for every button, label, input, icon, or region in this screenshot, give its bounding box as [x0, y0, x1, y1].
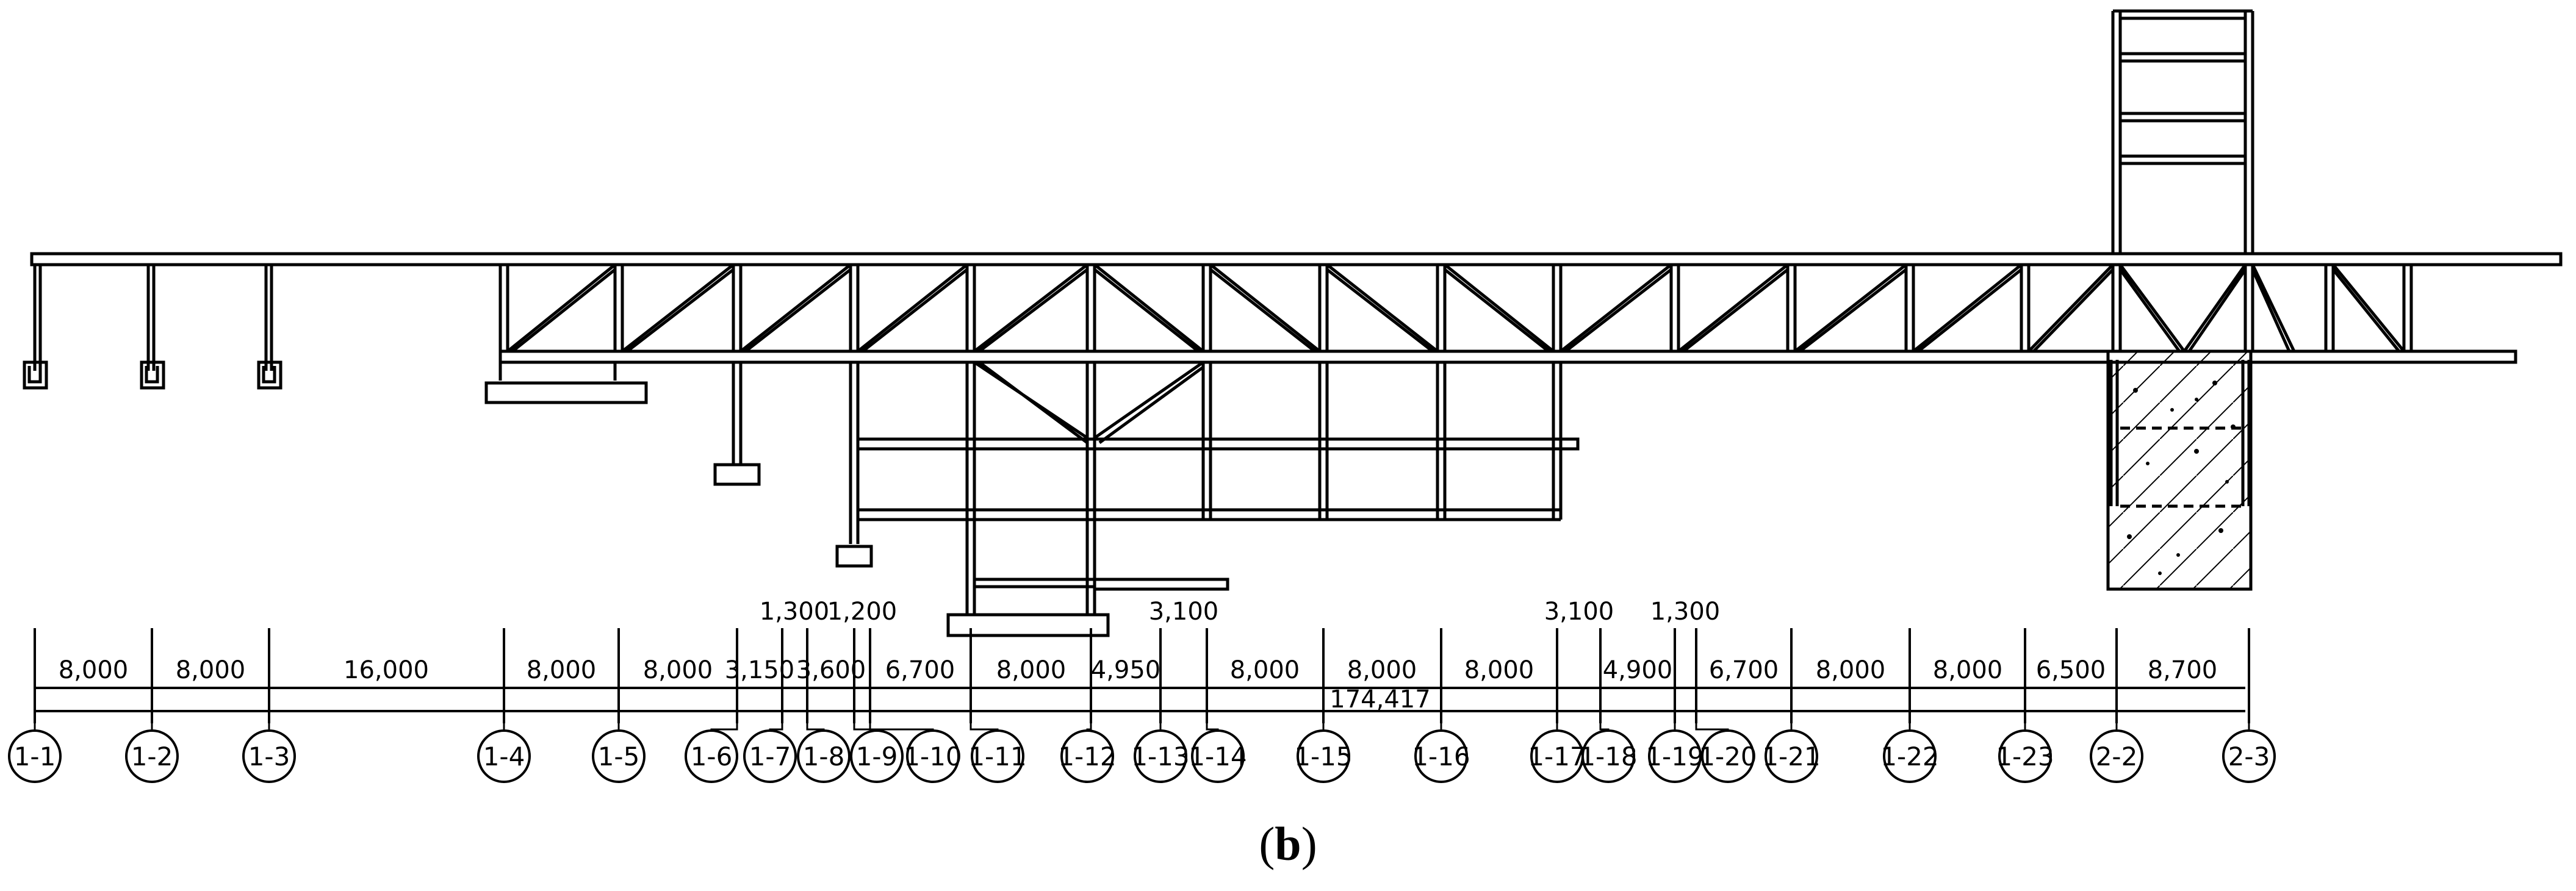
axis-bubble-1-14 — [1191, 729, 1245, 783]
axis-label-1-15: 1-15 — [1294, 742, 1352, 771]
axis-bubble-1-10 — [906, 729, 960, 783]
axis-label-1-21: 1-21 — [1762, 742, 1820, 771]
figure-caption: (b) — [1259, 817, 1317, 870]
axis-label-1-9: 1-9 — [856, 742, 898, 771]
axis-bubble-1-11 — [971, 729, 1024, 783]
spacing-label: 4,900 — [1603, 656, 1673, 684]
axis-bubble-1-23 — [1998, 729, 2052, 783]
axis-label-1-12: 1-12 — [1058, 742, 1116, 771]
tower — [2111, 9, 2254, 254]
axis-bubble-1-8 — [797, 729, 851, 783]
axis-label-1-4: 1-4 — [483, 742, 525, 771]
axis-label-2-3: 2-3 — [2228, 742, 2270, 771]
truss-verticals — [498, 265, 2413, 351]
axis-bubble-1-7 — [743, 729, 797, 783]
axis-bubble-1-4 — [477, 729, 531, 783]
spacing-label: 8,000 — [643, 656, 713, 684]
spacing-label: 6,700 — [1709, 656, 1779, 684]
axis-bubble-1-21 — [1765, 729, 1818, 783]
lower-chord-beam — [498, 349, 2517, 364]
axis-label-1-5: 1-5 — [598, 742, 640, 771]
axis-label-1-3: 1-3 — [248, 742, 290, 771]
axis-label-1-13: 1-13 — [1131, 742, 1189, 771]
axis-bubble-1-15 — [1297, 729, 1350, 783]
spacing-label: 4,950 — [1091, 656, 1161, 684]
axis-bubble-1-9 — [850, 729, 904, 783]
axis-bubble-1-20 — [1701, 729, 1755, 783]
spacing-label: 6,500 — [2036, 656, 2106, 684]
axis-label-1-8: 1-8 — [803, 742, 845, 771]
axis-bubble-1-12 — [1060, 729, 1114, 783]
axis-label-1-22: 1-22 — [1880, 742, 1938, 771]
axis-label-1-19: 1-19 — [1646, 742, 1704, 771]
spacing-label: 8,000 — [996, 656, 1067, 684]
axis-label-1-17: 1-17 — [1528, 742, 1586, 771]
axis-bubble-1-2 — [125, 729, 179, 783]
axis-label-1-14: 1-14 — [1189, 742, 1247, 771]
spacing-label: 1,200 — [827, 598, 898, 626]
spacing-label: 8,000 — [527, 656, 597, 684]
spacing-label: 8,000 — [1230, 656, 1300, 684]
top-deck-beam — [30, 252, 2563, 267]
spacing-label: 8,000 — [1816, 656, 1886, 684]
axis-label-1-16: 1-16 — [1412, 742, 1470, 771]
spacing-label: 3,150 — [725, 656, 795, 684]
axis-bubble-1-18 — [1581, 729, 1635, 783]
spacing-label: 1,300 — [760, 598, 830, 626]
spacing-label: 8,700 — [2148, 656, 2218, 684]
spacing-label: 6,700 — [885, 656, 955, 684]
axis-label-1-2: 1-2 — [131, 742, 173, 771]
dimension-chain: 174,417 8,000 8,000 16,000 8,000 8,000 3,150 1… — [35, 598, 2245, 714]
concrete-pier — [2106, 349, 2253, 591]
axis-bubble-1-1 — [8, 729, 62, 783]
axis-bubble-1-3 — [242, 729, 296, 783]
axis-label-1-23: 1-23 — [1996, 742, 2054, 771]
axis-bubble-1-19 — [1648, 729, 1702, 783]
spacing-label: 8,000 — [1464, 656, 1534, 684]
left-hangers — [23, 265, 282, 390]
spacing-label: 8,000 — [1347, 656, 1417, 684]
spacing-label: 3,100 — [1149, 598, 1219, 626]
axis-label-1-18: 1-18 — [1579, 742, 1637, 771]
axis-bubble-1-13 — [1134, 729, 1187, 783]
spacing-label: 16,000 — [344, 656, 429, 684]
axis-bubble-1-16 — [1414, 729, 1468, 783]
spacing-label: 3,100 — [1544, 598, 1614, 626]
axis-label-1-10: 1-10 — [904, 742, 962, 771]
total-dimension-label: 174,417 — [1329, 685, 1430, 714]
lower-frames — [484, 360, 1580, 637]
axis-bubble-1-5 — [592, 729, 646, 783]
spacing-label: 8,000 — [176, 656, 246, 684]
truss-structure — [23, 9, 2563, 637]
spacing-label: 1,300 — [1650, 598, 1721, 626]
axis-label-1-6: 1-6 — [691, 742, 733, 771]
axis-bubble-1-22 — [1883, 729, 1937, 783]
axis-bubble-2-2 — [2090, 729, 2143, 783]
axis-bubble-1-6 — [685, 729, 738, 783]
axis-label-1-20: 1-20 — [1699, 742, 1757, 771]
axis-bubble-2-3 — [2222, 729, 2276, 783]
axis-label-1-1: 1-1 — [14, 742, 56, 771]
axis-label-2-2: 2-2 — [2096, 742, 2138, 771]
axis-label-1-7: 1-7 — [749, 742, 791, 771]
truss-diagonals — [506, 263, 2405, 352]
spacing-label: 8,000 — [1933, 656, 2003, 684]
axis-label-1-11: 1-11 — [968, 742, 1026, 771]
spacing-label: 8,000 — [59, 656, 129, 684]
